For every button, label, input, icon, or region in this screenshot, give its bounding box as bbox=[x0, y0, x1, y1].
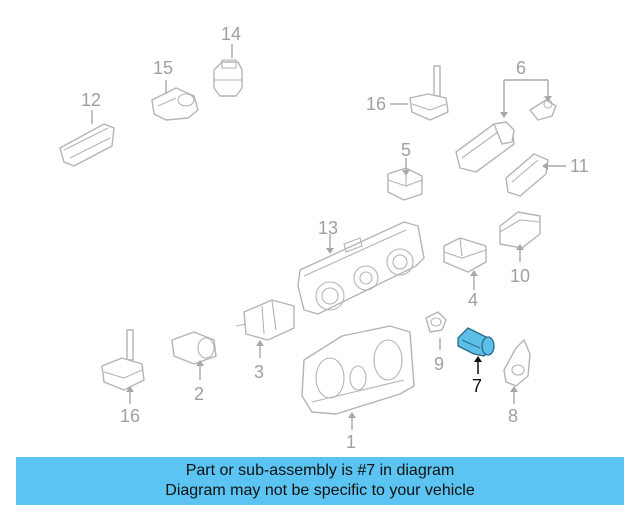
part-1 bbox=[301, 325, 415, 415]
part-3 bbox=[235, 299, 295, 341]
part-9 bbox=[425, 311, 447, 333]
parts-diagram: 14 15 12 16 6 11 bbox=[59, 24, 589, 452]
part-10 bbox=[499, 211, 541, 249]
callout-13: 13 bbox=[318, 218, 338, 238]
part-8 bbox=[503, 339, 531, 387]
callout-6: 6 bbox=[516, 58, 526, 78]
callout-5: 5 bbox=[401, 140, 411, 160]
callout-12: 12 bbox=[81, 90, 101, 110]
callout-1: 1 bbox=[346, 432, 356, 452]
banner-line-2: Diagram may not be specific to your vehi… bbox=[165, 482, 475, 499]
part-11 bbox=[505, 153, 549, 197]
callout-16-lower: 16 bbox=[120, 406, 140, 426]
part-2 bbox=[171, 331, 217, 365]
callout-14: 14 bbox=[221, 24, 241, 44]
part-7-highlighted bbox=[457, 327, 495, 357]
part-5 bbox=[387, 167, 423, 201]
part-16-lower bbox=[101, 329, 145, 391]
callout-2: 2 bbox=[194, 384, 204, 404]
banner-line-1: Part or sub-assembly is #7 in diagram bbox=[185, 462, 455, 479]
callout-9: 9 bbox=[434, 354, 444, 374]
callout-10: 10 bbox=[510, 266, 530, 286]
callout-11: 11 bbox=[570, 156, 589, 176]
part-4 bbox=[443, 237, 487, 273]
part-16-upper bbox=[409, 65, 449, 121]
part-13 bbox=[297, 221, 425, 315]
callout-7: 7 bbox=[472, 376, 482, 396]
part-6 bbox=[455, 99, 557, 173]
callout-15: 15 bbox=[153, 58, 173, 78]
part-12 bbox=[59, 123, 115, 167]
part-15 bbox=[151, 87, 199, 121]
callout-16-upper: 16 bbox=[366, 94, 386, 114]
callout-4: 4 bbox=[468, 290, 478, 310]
info-banner: Part or sub-assembly is #7 in diagram Di… bbox=[16, 457, 624, 505]
part-14 bbox=[213, 59, 243, 97]
callout-8: 8 bbox=[508, 406, 518, 426]
callout-3: 3 bbox=[254, 362, 264, 382]
